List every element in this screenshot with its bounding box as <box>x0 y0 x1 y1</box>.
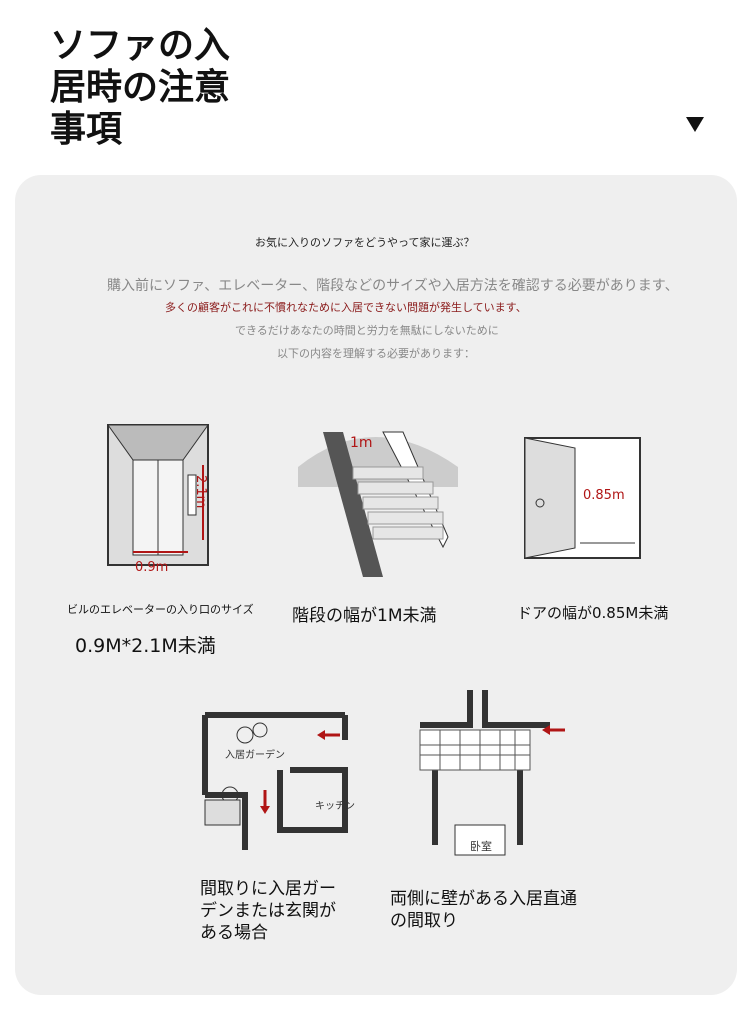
room-label-kitchen: キッチン <box>315 801 355 812</box>
elevator-illustration <box>107 424 209 566</box>
dropdown-triangle-icon <box>686 117 704 132</box>
intro-line-4: 以下の内容を理解する必要があります： <box>277 347 475 360</box>
stairs-caption: 階段の幅が1M未満 <box>292 606 437 626</box>
intro-line-3: できるだけあなたの時間と労力を無駄にしないために <box>235 324 499 337</box>
door-illustration <box>524 437 641 559</box>
intro-line-1: 購入前にソファ、エレベーター、階段などのサイズや入居方法を確認する必要があります… <box>107 278 679 294</box>
door-width-label: 0.85m <box>583 488 625 503</box>
floorplan-garden-illustration <box>202 712 348 850</box>
room-label-garden: 入居ガーデン <box>225 750 285 761</box>
elevator-caption: ビルのエレベーターの入り口のサイズ <box>67 603 254 616</box>
intro-line-2: 多くの顧客がこれに不慣れなために入居できない問題が発生しています、 <box>165 301 527 314</box>
elevator-height-label: 2.1m <box>193 475 208 509</box>
elevator-caption-size: 0.9M*2.1M未満 <box>75 635 216 657</box>
intro-question: お気に入りのソファをどうやって家に運ぶ？ <box>255 236 475 249</box>
page-title: ソファの入居時の注意事項 <box>50 25 231 150</box>
floorplan-direct-illustration <box>419 690 565 856</box>
stairs-illustration <box>298 431 458 577</box>
floorplan-direct-caption: 両側に壁がある入居直通の間取り <box>390 889 577 931</box>
floorplan-garden-caption: 間取りに入居ガーデンまたは玄関がある場合 <box>200 879 336 943</box>
info-panel: お気に入りのソファをどうやって家に運ぶ？ 購入前にソファ、エレベーター、階段など… <box>15 175 737 995</box>
elevator-width-label: 0.9m <box>135 560 169 575</box>
stairs-width-label: 1m <box>350 435 373 451</box>
room-label-bedroom: 卧室 <box>470 840 492 853</box>
door-caption: ドアの幅が0.85M未満 <box>517 604 669 622</box>
